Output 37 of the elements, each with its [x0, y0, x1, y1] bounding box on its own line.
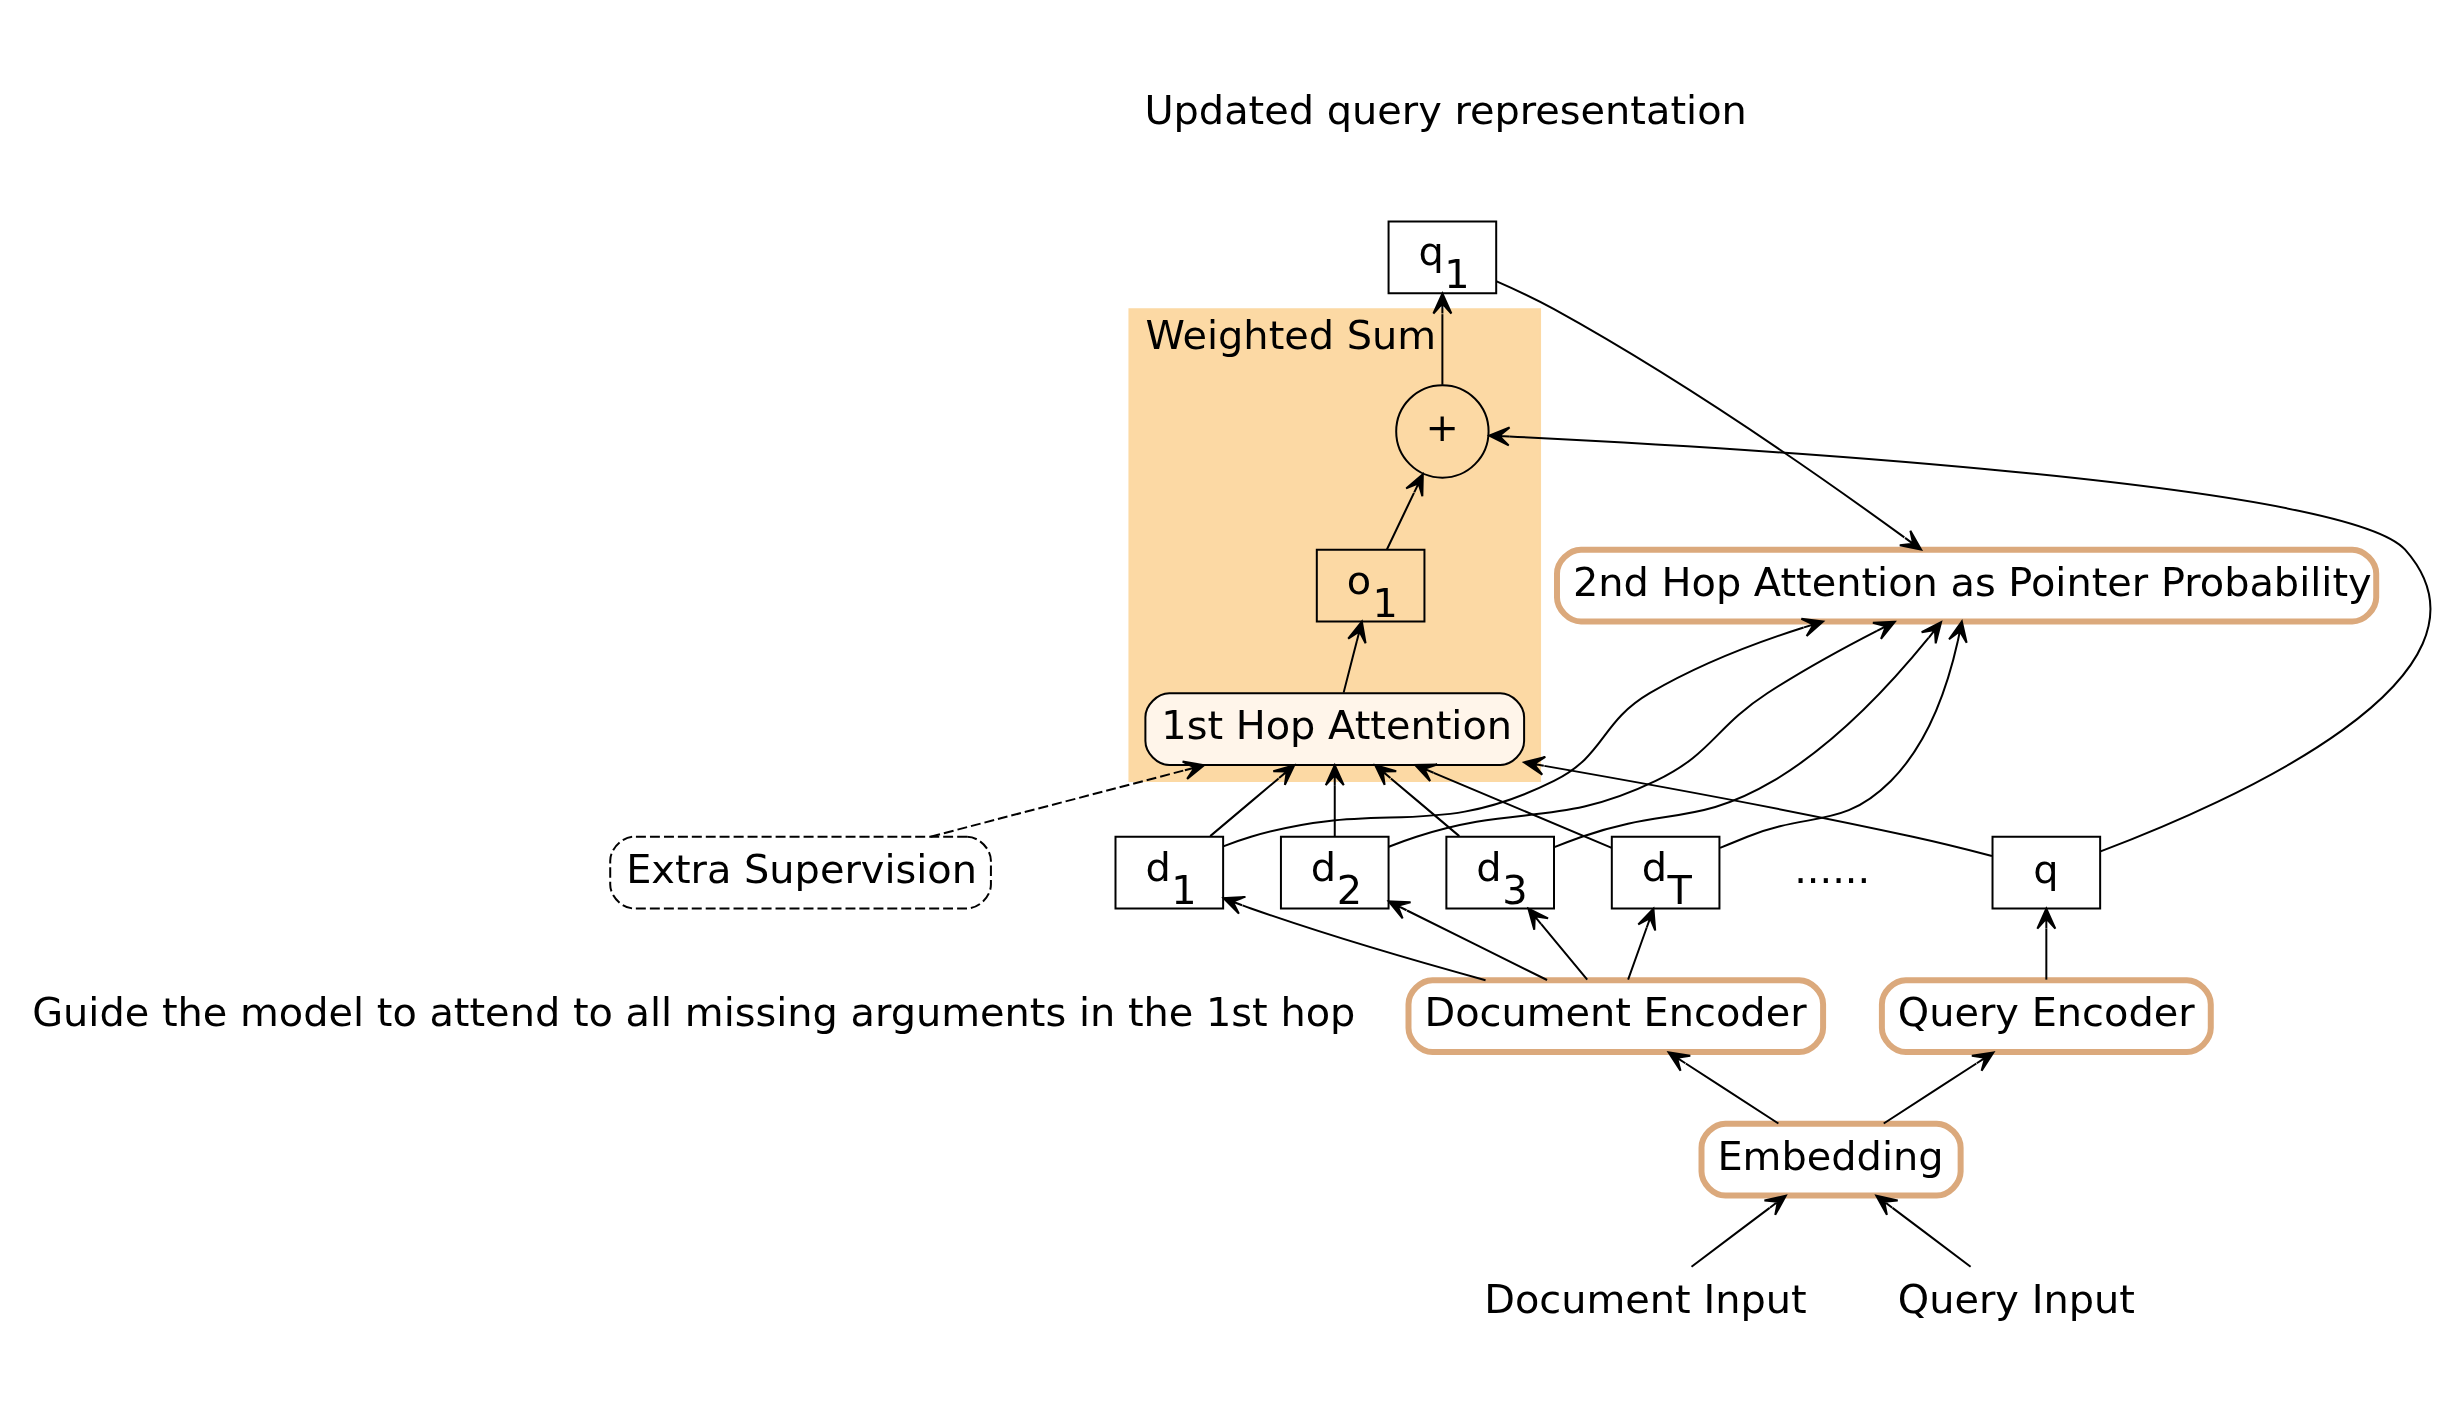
node-box: Query Encoder	[1878, 976, 2214, 1055]
arrow	[1342, 620, 1367, 694]
node-box: q	[1991, 835, 2102, 909]
arrow	[1324, 763, 1345, 837]
node-box: Document Encoder	[1405, 976, 1827, 1055]
arrow	[929, 760, 1206, 838]
node-label: Updated query representation	[1144, 86, 1747, 133]
node-box: 2nd Hop Attention as Pointer Probability	[1554, 546, 2380, 624]
node-box: Extra Supervision	[609, 835, 992, 909]
arrow	[1432, 292, 1453, 386]
arrow	[1553, 620, 1943, 848]
node-label: Guide the model to attend to all missing arguments in the 1st hop	[32, 988, 1356, 1035]
node-box: Embedding	[1698, 1120, 1964, 1198]
arrow	[1387, 899, 1549, 981]
arrow	[1374, 763, 1461, 837]
arrow	[1627, 907, 1657, 981]
arrow	[1222, 617, 1825, 847]
arrow	[1875, 1194, 1972, 1268]
arrow	[1690, 1194, 1787, 1268]
arrow	[1495, 279, 1923, 551]
arrow	[1667, 1050, 1780, 1124]
arrow	[1209, 763, 1296, 837]
arrow	[1222, 895, 1487, 981]
label: ......	[1794, 845, 1871, 892]
arrow	[1414, 763, 1613, 849]
arrow	[1488, 426, 2432, 852]
arrow	[1523, 755, 1993, 857]
arrow	[1527, 907, 1589, 981]
node-box: 1st Hop Attention	[1144, 691, 1526, 766]
arrow	[1387, 620, 1896, 848]
node-circle: +	[1395, 383, 1490, 479]
arrow	[1719, 620, 1968, 849]
node-text: Query Input	[1897, 1275, 2135, 1322]
arrow	[1882, 1050, 1995, 1124]
node-text: Document Input	[1484, 1275, 1807, 1322]
arrow	[2036, 907, 2057, 981]
arrow	[1385, 472, 1424, 551]
